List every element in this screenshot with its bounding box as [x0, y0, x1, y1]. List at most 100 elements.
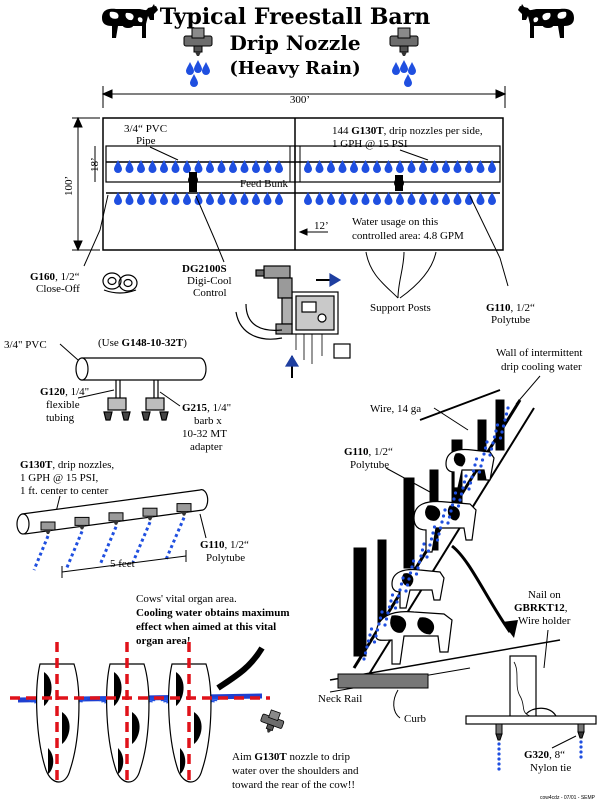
drip-drop [148, 192, 157, 205]
drip-drop [465, 192, 473, 205]
drip-drop [417, 560, 422, 564]
drip-drop [419, 554, 423, 558]
nozzle-rate-label: 1 GPH @ 15 PSI [332, 138, 408, 150]
drip-drop [429, 537, 434, 541]
tubing-label-line3: tubing [46, 412, 75, 424]
pvc-pipe-label-line2: Pipe [136, 135, 156, 147]
drip-drop [497, 752, 501, 756]
drip-drop [483, 446, 488, 450]
drip-drop [440, 520, 444, 524]
drip-drop [471, 469, 476, 473]
use-adapter-label: (Use G148-10-32T) [98, 337, 187, 349]
nozzle-detail-spacing: 1 ft. center to center [20, 485, 109, 497]
stall-polytube-label: G110, 1/2“ [344, 446, 393, 458]
drip-drop [497, 767, 501, 771]
drip-drop [160, 192, 168, 205]
drip-drop [401, 576, 405, 580]
drip-drop [504, 412, 509, 416]
adapter-label: G215, 1/4" [182, 402, 231, 414]
polytube-label-line2: Polytube [491, 314, 530, 326]
vital-area-label: Cows' vital organ area. [136, 593, 237, 605]
drip-drop [398, 588, 402, 592]
drip-drop [461, 486, 465, 490]
polytube-label: G110, 1/2“ [486, 302, 535, 314]
drip-drop [396, 192, 404, 205]
vital-area-bold-1: Cooling water obtains maximum [136, 607, 290, 619]
cow-icon [102, 4, 158, 38]
drip-drop [410, 565, 414, 569]
closeoff-label-line2: Close-Off [36, 283, 80, 295]
drip-drop [497, 757, 501, 761]
drip-drop [503, 418, 507, 422]
drip-drop [375, 628, 380, 632]
drip-drop [474, 457, 479, 461]
drip-drop [464, 474, 468, 478]
drip-drop [365, 645, 369, 649]
drip-drop [453, 491, 458, 495]
drip-drop [479, 464, 483, 468]
drip-stream [164, 517, 186, 561]
spacing-dimension [61, 550, 187, 578]
closeoff-label: G160, 1/2“ [30, 271, 80, 283]
nozzle-count-label: 144 G130T, drip nozzles per side, [332, 125, 483, 137]
wire-label: Wire, 14 ga [370, 403, 421, 415]
drip-drop [390, 593, 395, 597]
drip-drop [229, 192, 237, 205]
drip-nozzle [98, 512, 124, 566]
drip-drop [447, 515, 452, 519]
cow-icon [518, 4, 574, 38]
drip-drop [374, 634, 378, 638]
nozzle-polytube-label: G110, 1/2“ [200, 539, 249, 551]
drip-drop [458, 498, 462, 502]
drip-drop [384, 617, 389, 621]
adapter-label-line3: 10-32 MT [182, 428, 227, 440]
gap-dimension-label: 12’ [314, 220, 329, 232]
water-usage-value: controlled area: 4.8 GPM [352, 230, 464, 242]
drip-drop [494, 429, 498, 433]
drip-drop [495, 423, 500, 427]
drip-drop [206, 192, 214, 205]
page-title-line3: (Heavy Rain) [229, 58, 360, 79]
drip-drop [395, 600, 399, 604]
drip-drop [432, 525, 437, 529]
nozzle-line-drawing [16, 489, 209, 535]
drip-wall-drops [362, 406, 510, 661]
drip-drop [438, 526, 443, 530]
drip-drop [350, 192, 358, 205]
drip-drop [399, 582, 404, 586]
drip-drop [377, 622, 381, 626]
drip-drop [407, 577, 411, 581]
plan-control-valve [188, 172, 404, 192]
drip-drop [497, 747, 501, 751]
adapter-label-line4: adapter [190, 441, 223, 453]
footer-credit: cow4cdz - 07/01 - SEMP [540, 795, 596, 801]
drip-drop [275, 192, 283, 205]
drip-drop [368, 633, 372, 637]
drip-drop [428, 543, 432, 547]
control-label: DG2100S [182, 263, 227, 275]
drip-drop [497, 762, 501, 766]
drip-drop [240, 192, 249, 205]
drip-drop [387, 605, 392, 609]
stall-drawing [329, 389, 561, 693]
drip-drop [386, 611, 390, 615]
drip-drop [462, 480, 467, 484]
drip-drop [497, 742, 501, 746]
drip-drop [435, 538, 440, 542]
alley-dimension-label: 18’ [89, 157, 101, 172]
drip-drop [422, 542, 426, 546]
drip-drop [488, 453, 492, 457]
drip-stream [32, 535, 50, 571]
drip-nozzle [65, 516, 90, 568]
drip-drop [473, 463, 477, 467]
drip-drop [452, 497, 456, 501]
drip-drop [372, 640, 377, 644]
drip-drop [476, 192, 485, 205]
drip-drop [579, 745, 583, 749]
wall-of-water-label-line2: drip cooling water [501, 361, 582, 373]
drip-drop [373, 192, 381, 205]
width-dimension-label: 100’ [63, 176, 75, 196]
drip-drop [315, 192, 324, 205]
drip-drop [489, 447, 494, 451]
